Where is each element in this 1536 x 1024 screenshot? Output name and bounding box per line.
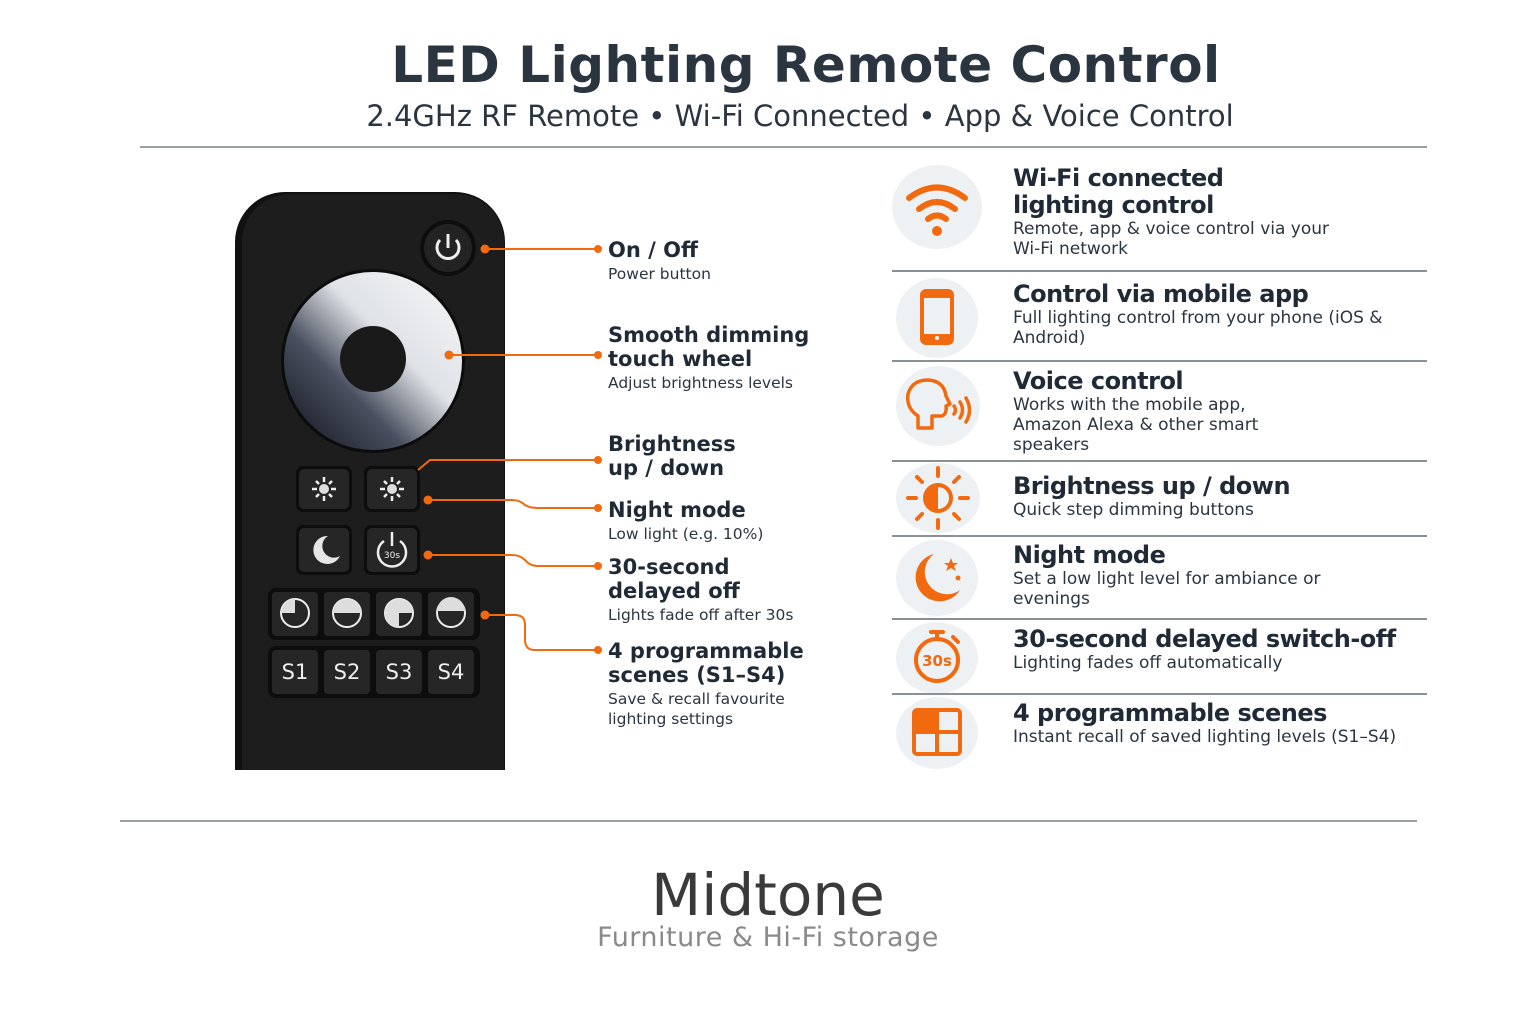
callout-desc: Lights fade off after 30s (608, 606, 794, 624)
callout-title: Smooth dimming touch wheel (608, 323, 810, 371)
callout-title: 4 programmable scenes (S1–S4) (608, 639, 804, 687)
moon-icon (896, 540, 978, 616)
timer-icon-label: 30s (922, 652, 952, 670)
feature-title: Brightness up / down (1013, 472, 1291, 500)
callout-lines (417, 248, 598, 651)
feature-title: Control via mobile app (1013, 280, 1309, 308)
scene-button-s1[interactable] (272, 650, 318, 694)
sun-icon (312, 477, 336, 501)
scene-label: S3 (386, 660, 413, 684)
scene-label: S4 (438, 660, 465, 684)
page-title: LED Lighting Remote Control (391, 36, 1221, 94)
brightness-icon (896, 463, 980, 533)
callout-title: Brightness up / down (608, 432, 736, 480)
feature-title: Night mode (1013, 541, 1166, 569)
sun-icon (380, 477, 404, 501)
brightness-down-button[interactable] (296, 466, 352, 512)
brightness-up-button[interactable] (364, 466, 420, 512)
feature-desc: Lighting fades off automatically (1013, 653, 1283, 673)
moon-icon (313, 535, 340, 564)
page-subtitle: 2.4GHz RF Remote • Wi-Fi Connected • App… (366, 99, 1234, 133)
feature-title: 30-second delayed switch-off (1013, 625, 1396, 653)
feature-title: Wi-Fi connected lighting control (1013, 164, 1224, 219)
feature-title: Voice control (1013, 367, 1184, 395)
callout-scenes: 4 programmable scenes (S1–S4)Save & reca… (608, 639, 838, 729)
feature-divider (892, 618, 1427, 620)
scene-button-s4[interactable] (428, 650, 474, 694)
callout-title: Night mode (608, 498, 746, 522)
callout-brightness: Brightness up / down (608, 432, 748, 480)
callout-desc: Power button (608, 265, 711, 283)
header-divider (140, 146, 1427, 148)
callout-title: On / Off (608, 238, 698, 262)
scene-preset-button-2[interactable] (324, 592, 370, 636)
callout-title: 30-second delayed off (608, 555, 740, 603)
scene-button-s3[interactable] (376, 650, 422, 694)
feature-divider (892, 270, 1427, 272)
callout-desc: Adjust brightness levels (608, 374, 794, 392)
voice-icon (896, 366, 980, 446)
scene-preset-button-3[interactable] (376, 592, 422, 636)
timer-label: 30s (384, 551, 400, 561)
night-mode-button[interactable] (296, 525, 352, 575)
remote-illustration: 30s S1 S2 S3 S4 (235, 192, 602, 770)
feature-desc: Full lighting control from your phone (i… (1013, 308, 1383, 348)
feature-divider (892, 535, 1427, 537)
callout-desc: Low light (e.g. 10%) (608, 525, 764, 543)
smartphone-icon (896, 278, 978, 358)
scenes-grid-icon (896, 697, 978, 769)
power-icon (435, 238, 461, 260)
wifi-icon (892, 165, 982, 249)
feature-divider (892, 460, 1427, 462)
scene-preset-button-4[interactable] (428, 592, 474, 636)
dimming-touch-wheel[interactable] (281, 269, 465, 453)
brand-name: Midtone (651, 861, 885, 929)
feature-desc: Works with the mobile app, Amazon Alexa … (1013, 395, 1259, 455)
delayed-off-button[interactable]: 30s (364, 525, 420, 575)
power-button[interactable] (420, 220, 476, 276)
brand-tagline: Furniture & Hi-Fi storage (597, 922, 939, 953)
callout-desc: Save & recall favourite lighting setting… (608, 690, 785, 728)
scene-preset-button-1[interactable] (272, 592, 318, 636)
footer-divider (120, 820, 1417, 822)
scene-label: S1 (282, 660, 309, 684)
feature-desc: Quick step dimming buttons (1013, 500, 1254, 520)
scene-button-s2[interactable] (324, 650, 370, 694)
feature-desc: Remote, app & voice control via your Wi-… (1013, 219, 1330, 259)
timer-icon: 30s (896, 622, 978, 694)
feature-desc: Set a low light level for ambiance or ev… (1013, 569, 1321, 609)
feature-desc: Instant recall of saved lighting levels … (1013, 727, 1397, 747)
timer-power-icon (376, 539, 408, 568)
scene-label: S2 (334, 660, 361, 684)
feature-divider (892, 360, 1427, 362)
feature-title: 4 programmable scenes (1013, 699, 1327, 727)
feature-divider (892, 693, 1427, 695)
